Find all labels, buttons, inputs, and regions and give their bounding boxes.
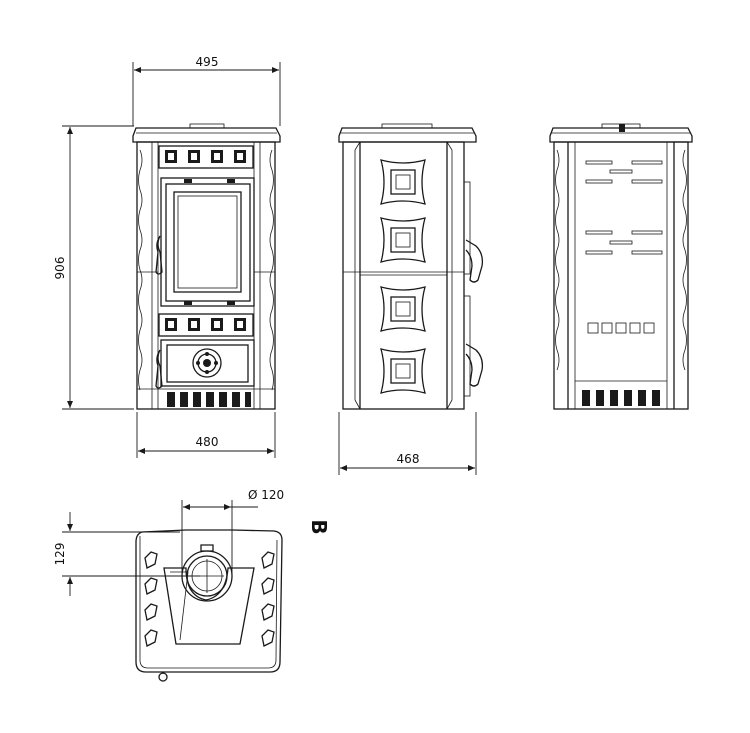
dimension-depth xyxy=(338,412,477,475)
dimension-base-width xyxy=(136,412,276,458)
dimension-height-label: 906 xyxy=(53,257,67,280)
side-ornaments xyxy=(380,159,426,394)
dimension-flue-offset-label: 129 xyxy=(53,543,67,566)
dimension-flue-offset xyxy=(62,512,200,596)
plan-view-label: B xyxy=(307,519,331,534)
side-view xyxy=(338,123,477,410)
side-door-handles xyxy=(465,239,484,387)
dimension-base-width-label: 480 xyxy=(196,435,219,449)
plan-view xyxy=(135,529,283,682)
dimension-top-width xyxy=(132,62,281,126)
dimension-flue-diameter-label: Ø 120 xyxy=(248,488,284,502)
dimension-top-width-label: 495 xyxy=(196,55,219,69)
dimension-depth-label: 468 xyxy=(397,452,420,466)
back-view xyxy=(549,123,693,410)
dimension-height xyxy=(62,125,134,410)
dimension-flue-diameter xyxy=(181,500,258,574)
front-view xyxy=(132,123,281,410)
